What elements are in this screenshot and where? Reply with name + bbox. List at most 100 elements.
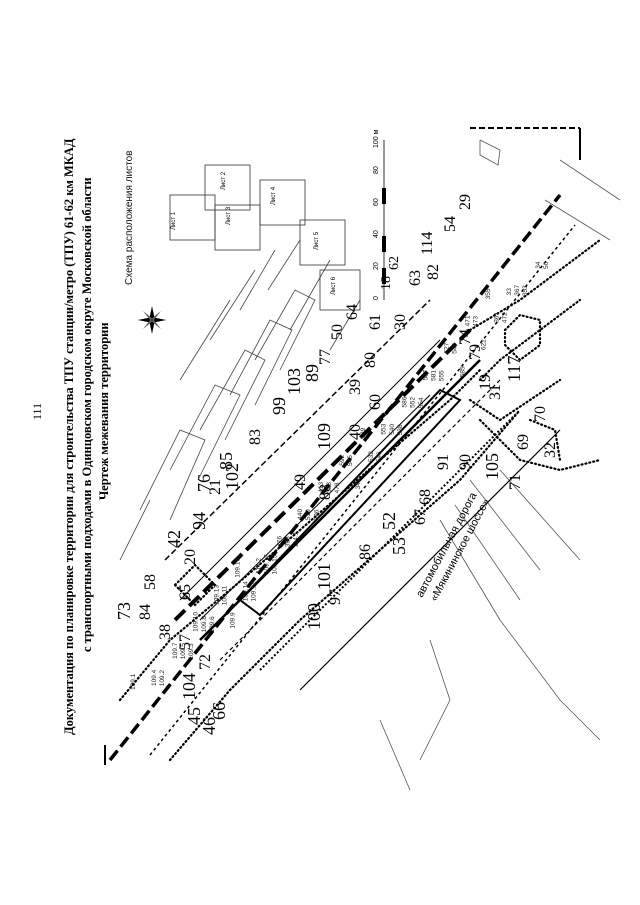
plot-sub-label: 109.7 [172, 642, 179, 659]
plot-sub-label: 555 [439, 370, 446, 381]
plot-sub-label: 554 [418, 397, 425, 408]
plot-sub-label: 540 [389, 424, 396, 435]
plot-sub-label: 592 [339, 454, 346, 465]
plot-number: 70 [532, 406, 549, 422]
plot-sub-label: 109.2 [159, 670, 166, 687]
plot-sub-label: 553 [381, 423, 388, 434]
sheet-2-label: Лист 2 [221, 171, 227, 190]
plot-sub-label: 109.14 [243, 581, 250, 601]
plot-number: 57 [177, 634, 194, 650]
plot-sub-label: 538 [397, 424, 404, 435]
plot-sub-label: 473 [472, 316, 479, 327]
plot-number: 42 [164, 530, 184, 548]
plot-sub-label: 355 [485, 288, 492, 299]
plot-number: 49 [292, 474, 309, 490]
plot-sub-label: 34 [535, 261, 542, 269]
plot-sub-label: 342 [355, 478, 362, 489]
plot-number: 77 [317, 349, 334, 365]
plot-sub-label: 587 [423, 369, 430, 380]
plot-number: 21 [207, 479, 224, 495]
plot-number: 100 [304, 603, 324, 630]
plot-number: 89 [302, 364, 322, 382]
scale-ticks: 0 20 40 60 80 100 м [373, 129, 380, 300]
plot-sub-label: 109.8 [201, 616, 208, 633]
document-title-line3: Чертеж межевания территории [97, 322, 111, 500]
scale-tick: 100 м [373, 129, 380, 148]
plot-sub-label: 539 [360, 427, 367, 438]
plot-number: 99 [269, 397, 289, 415]
sheet-6-label: Лист 6 [331, 276, 337, 295]
plot-sub-label: 398 [284, 536, 291, 547]
plot-sub-label: 532 [368, 451, 375, 462]
building-blocks [119, 239, 361, 561]
plot-number: 20 [182, 549, 199, 565]
plot-sub-label: 109.16 [235, 558, 242, 578]
plot-number: 38 [157, 624, 174, 640]
plot-number: 90 [457, 454, 474, 470]
plot-dotted-boundaries [118, 238, 602, 762]
plot-number: 53 [389, 537, 409, 555]
plot-number: 88 [317, 484, 334, 500]
plot-sub-label: 510 [305, 509, 312, 520]
plot-number: 71 [507, 474, 524, 490]
plot-number: 69 [515, 434, 532, 450]
plot-sub-label: 109.15 [272, 554, 279, 574]
plot-number: 18 [379, 276, 394, 290]
north-arrow-icon [138, 306, 166, 334]
plot-number: 63 [407, 270, 424, 286]
plot-number: 76 [194, 474, 214, 492]
plot-number: 32 [542, 442, 559, 458]
plot-sub-label: 622 [480, 339, 487, 350]
plot-number: 65 [177, 584, 194, 600]
plot-sub-label: 476 [276, 536, 283, 547]
plot-number: 91 [435, 454, 452, 470]
plot-sub-label: 396 [313, 509, 320, 520]
plot-number: 109 [314, 423, 334, 450]
plot-number: 85 [216, 452, 236, 470]
plot-sub-label: 114.2 [255, 558, 262, 574]
inset-title: Схема расположения листов [124, 151, 135, 285]
plot-number: 84 [137, 604, 154, 620]
plot-labels: 7358422094762185102839910389775064398061… [114, 194, 559, 735]
plot-number: 52 [379, 512, 399, 530]
plot-sub-label: 478 [334, 482, 341, 493]
plot-number: 83 [247, 429, 264, 445]
plot-sub-label: 353 [522, 285, 529, 296]
plot-sub-label: 472 [501, 312, 508, 323]
plot-number: 102 [222, 463, 242, 490]
plot-number: 94 [189, 512, 209, 530]
plot-sub-label: 361 [493, 312, 500, 323]
document-title-line2: с транспортными подходами в Одинцовском … [80, 177, 94, 652]
plot-number: 66 [209, 702, 229, 720]
sheet-1-label: Лист 1 [171, 211, 177, 230]
plot-number: 74 [457, 329, 474, 345]
plot-number: 40 [347, 424, 364, 440]
scale-bar [382, 140, 386, 300]
plot-sub-label: 109.13 [214, 585, 221, 605]
plot-number: 117 [504, 356, 524, 382]
plot-sub-label: 109.5 [180, 643, 187, 660]
plot-sub-label: 627 [443, 342, 450, 353]
plot-sub-label: 581 [431, 370, 438, 381]
sheet-5-label: Лист 5 [314, 231, 320, 250]
plot-sub-label: 586 [402, 396, 409, 407]
plot-sub-label: 585 [460, 366, 467, 377]
plot-sub-label: 471 [464, 315, 471, 326]
plot-number: 68 [417, 489, 434, 505]
corridor-lines [108, 193, 576, 762]
sheet-layout-inset [169, 164, 361, 311]
plot-number: 73 [114, 602, 134, 620]
sheet-4-label: Лист 4 [271, 186, 277, 205]
inset-sheet-labels: Лист 1 Лист 2 Лист 3 Лист 4 Лист 5 Лист … [171, 171, 337, 295]
map-frame [104, 127, 581, 765]
plot-sub-label: 33 [506, 288, 513, 296]
plot-number: 58 [142, 574, 159, 590]
plot-number: 72 [197, 654, 214, 670]
plot-sub-label: 109.11 [222, 585, 229, 605]
scale-tick: 0 [373, 296, 380, 300]
scale-tick: 80 [373, 166, 380, 174]
plot-number: 64 [344, 304, 361, 320]
plot-sub-label: 367 [514, 284, 521, 295]
